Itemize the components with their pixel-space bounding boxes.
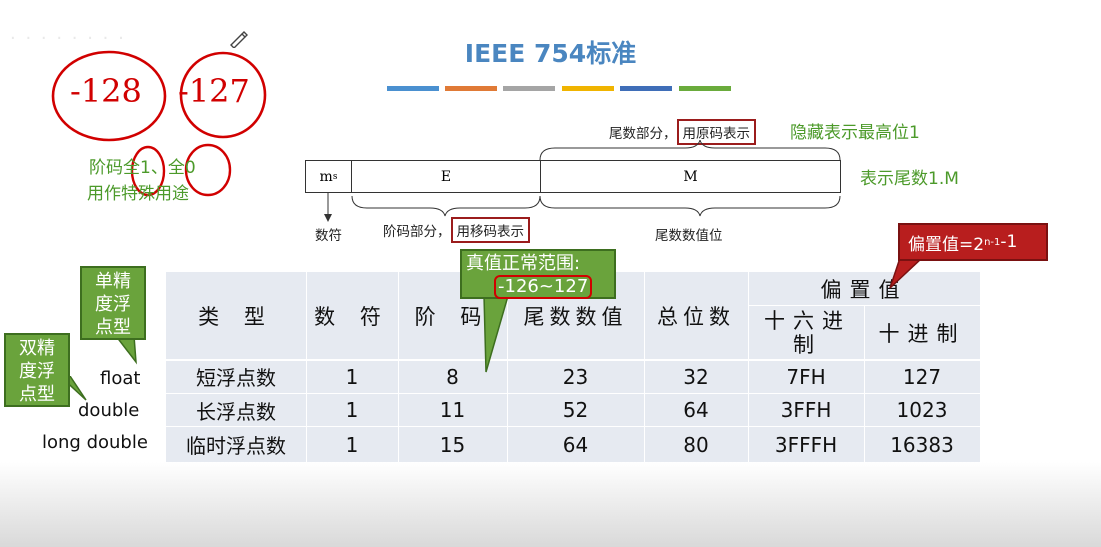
special-use-note-line1: 阶码全1、全0 xyxy=(89,158,196,178)
mantissa-1m-note: 表示尾数1.M xyxy=(860,169,959,189)
page-title: IEEE 754标准 xyxy=(464,39,637,68)
sign-arrow xyxy=(324,192,332,222)
table-divider xyxy=(306,272,307,462)
table-cell-bias-hex: 3FFH xyxy=(780,398,832,422)
table-divider xyxy=(748,305,980,306)
mantissa-top-prefix: 尾数部分， xyxy=(609,126,677,142)
handwriting-circles xyxy=(51,50,267,197)
header-type: 类 型 xyxy=(198,304,274,329)
header-bias-hex: 十六进制 xyxy=(764,308,851,357)
field-mantissa: M xyxy=(540,160,841,193)
bias-callout-base: 偏置值=2 xyxy=(908,234,985,255)
range-callout-pointer xyxy=(483,296,509,373)
header-sign: 数 符 xyxy=(314,304,390,329)
table-cell-bias-dec: 16383 xyxy=(890,432,954,457)
handwritten-number-left: -128 xyxy=(70,72,142,110)
row-label-long-double: long double xyxy=(42,432,148,453)
table-divider xyxy=(166,359,980,361)
table-cell-exponent: 15 xyxy=(439,432,466,457)
pencil-icon xyxy=(230,31,248,48)
table-cell-mantissa: 64 xyxy=(562,432,589,457)
range-callout-title: 真值正常范围: xyxy=(466,253,581,274)
watermark: · · · · · · · · xyxy=(10,28,126,49)
header-bias-dec: 十进制 xyxy=(878,321,966,346)
color-bar xyxy=(679,86,731,91)
table-cell-bias-dec: 127 xyxy=(902,364,942,389)
table-cell-sign: 1 xyxy=(345,364,359,389)
table-divider xyxy=(748,272,749,462)
hidden-bit-note: 隐藏表示最高位1 xyxy=(790,123,920,143)
table-background xyxy=(166,272,980,462)
header-total-bits: 总位数 xyxy=(657,304,735,329)
handwritten-number-right: -127 xyxy=(178,72,250,110)
exponent-label: 阶码部分， 用移码表示 xyxy=(383,217,530,243)
header-bias: 偏置值 xyxy=(820,277,908,302)
table-cell-bias-hex: 3FFFH xyxy=(774,432,838,457)
table-divider xyxy=(166,426,980,427)
color-bar xyxy=(445,86,497,91)
table-cell-bias-dec: 1023 xyxy=(896,398,948,422)
table-divider xyxy=(166,393,980,394)
range-callout-value: -126~127 xyxy=(494,275,593,299)
table-cell-mantissa: 23 xyxy=(562,364,589,389)
table-cell-sign: 1 xyxy=(345,398,359,422)
field-sign-sub: s xyxy=(332,171,338,182)
footer-background xyxy=(0,462,1101,547)
exponent-label-prefix: 阶码部分， xyxy=(383,224,451,240)
field-exponent: E xyxy=(351,160,541,193)
exponent-encoding-box: 用移码表示 xyxy=(450,217,530,243)
table-cell-sign: 1 xyxy=(345,432,359,457)
table-cell-type: 短浮点数 xyxy=(196,366,276,390)
double-precision-callout: 双精度浮点型 xyxy=(4,333,70,407)
table-cell-total: 64 xyxy=(683,398,709,422)
table-divider xyxy=(398,272,399,462)
single-callout-pointer xyxy=(115,336,137,365)
mantissa-encoding-box: 用原码表示 xyxy=(676,119,756,145)
table-cell-mantissa: 52 xyxy=(562,398,589,422)
header-mantissa: 尾数数值 xyxy=(523,304,628,329)
table-cell-total: 32 xyxy=(683,364,709,389)
table-cell-bias-hex: 7FH xyxy=(786,364,826,389)
table-cell-total: 80 xyxy=(683,432,709,457)
mantissa-top-label: 尾数部分， 用原码表示 xyxy=(609,119,756,145)
color-bar xyxy=(620,86,672,91)
table-cell-exponent: 11 xyxy=(439,398,466,422)
mantissa-bits-label: 尾数数值位 xyxy=(655,228,723,244)
special-use-note-line2: 用作特殊用途 xyxy=(87,184,189,204)
table-divider xyxy=(507,272,508,462)
bias-callout-pointer xyxy=(889,258,924,289)
table-cell-type: 长浮点数 xyxy=(196,399,276,424)
brace-lines xyxy=(351,140,841,217)
color-bar xyxy=(503,86,555,91)
row-label-float: float xyxy=(100,368,141,389)
table-cell-type: 临时浮点数 xyxy=(186,434,286,458)
sign-label: 数符 xyxy=(315,228,342,244)
header-exponent: 阶 码 xyxy=(414,304,491,329)
color-bar xyxy=(562,86,614,91)
bias-callout-exp: n-1 xyxy=(984,236,1001,248)
range-callout: 真值正常范围: -126~127 xyxy=(460,249,616,299)
table-cell-exponent: 8 xyxy=(446,364,459,389)
table-divider xyxy=(644,272,645,462)
row-label-double: double xyxy=(78,400,140,421)
single-precision-callout: 单精度浮点型 xyxy=(80,266,146,340)
bias-callout-tail: -1 xyxy=(1000,232,1018,252)
table-divider xyxy=(864,306,865,462)
color-bar xyxy=(387,86,439,91)
